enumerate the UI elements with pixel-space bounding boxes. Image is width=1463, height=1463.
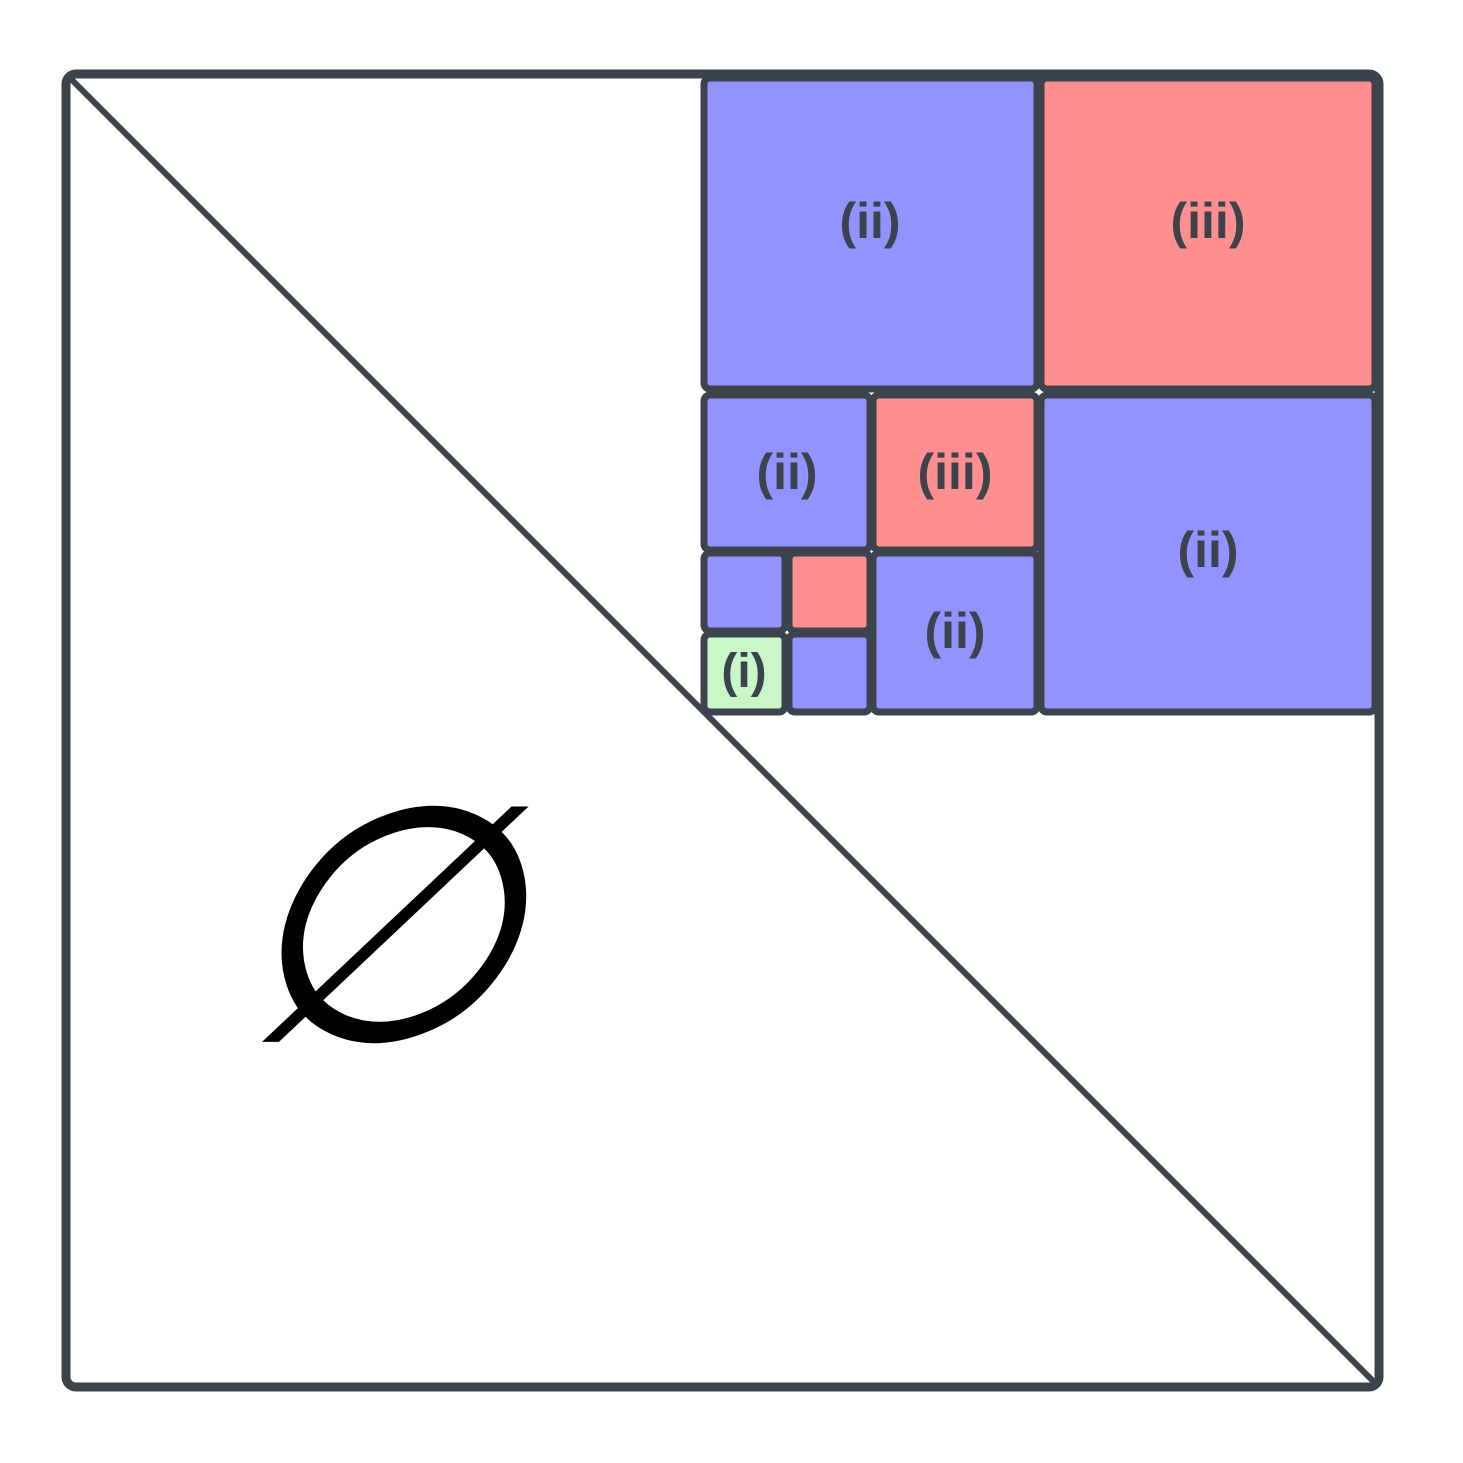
cell-label-middle-right-large: (ii) xyxy=(1177,522,1238,578)
cell-lower-center xyxy=(869,549,1041,716)
cell-small-top-left xyxy=(700,549,789,635)
cell-label-middle-left: (ii) xyxy=(756,444,817,500)
cell-labels: (ii) (iii) (ii) (iii) (ii) (i) (ii) xyxy=(721,193,1245,698)
cell-top-left-large xyxy=(700,74,1041,393)
cell-label-top-left-large: (ii) xyxy=(839,193,900,249)
cell-small-bottom-left xyxy=(700,630,789,716)
cell-label-top-right-large: (iii) xyxy=(1171,193,1246,249)
cell-top-right-large xyxy=(1037,74,1379,393)
cell-small-top-right xyxy=(785,549,874,635)
cell-label-middle-center: (iii) xyxy=(918,444,993,500)
cell-label-lower-center: (ii) xyxy=(924,603,985,659)
cell-grid xyxy=(700,74,1379,716)
diagonal-line xyxy=(63,71,1382,1390)
empty-set-symbol: ∅ xyxy=(231,734,535,1118)
cell-middle-right-large xyxy=(1037,391,1379,716)
cell-label-small-bottom-left: (i) xyxy=(721,645,766,698)
cell-small-bottom-right xyxy=(785,630,874,716)
